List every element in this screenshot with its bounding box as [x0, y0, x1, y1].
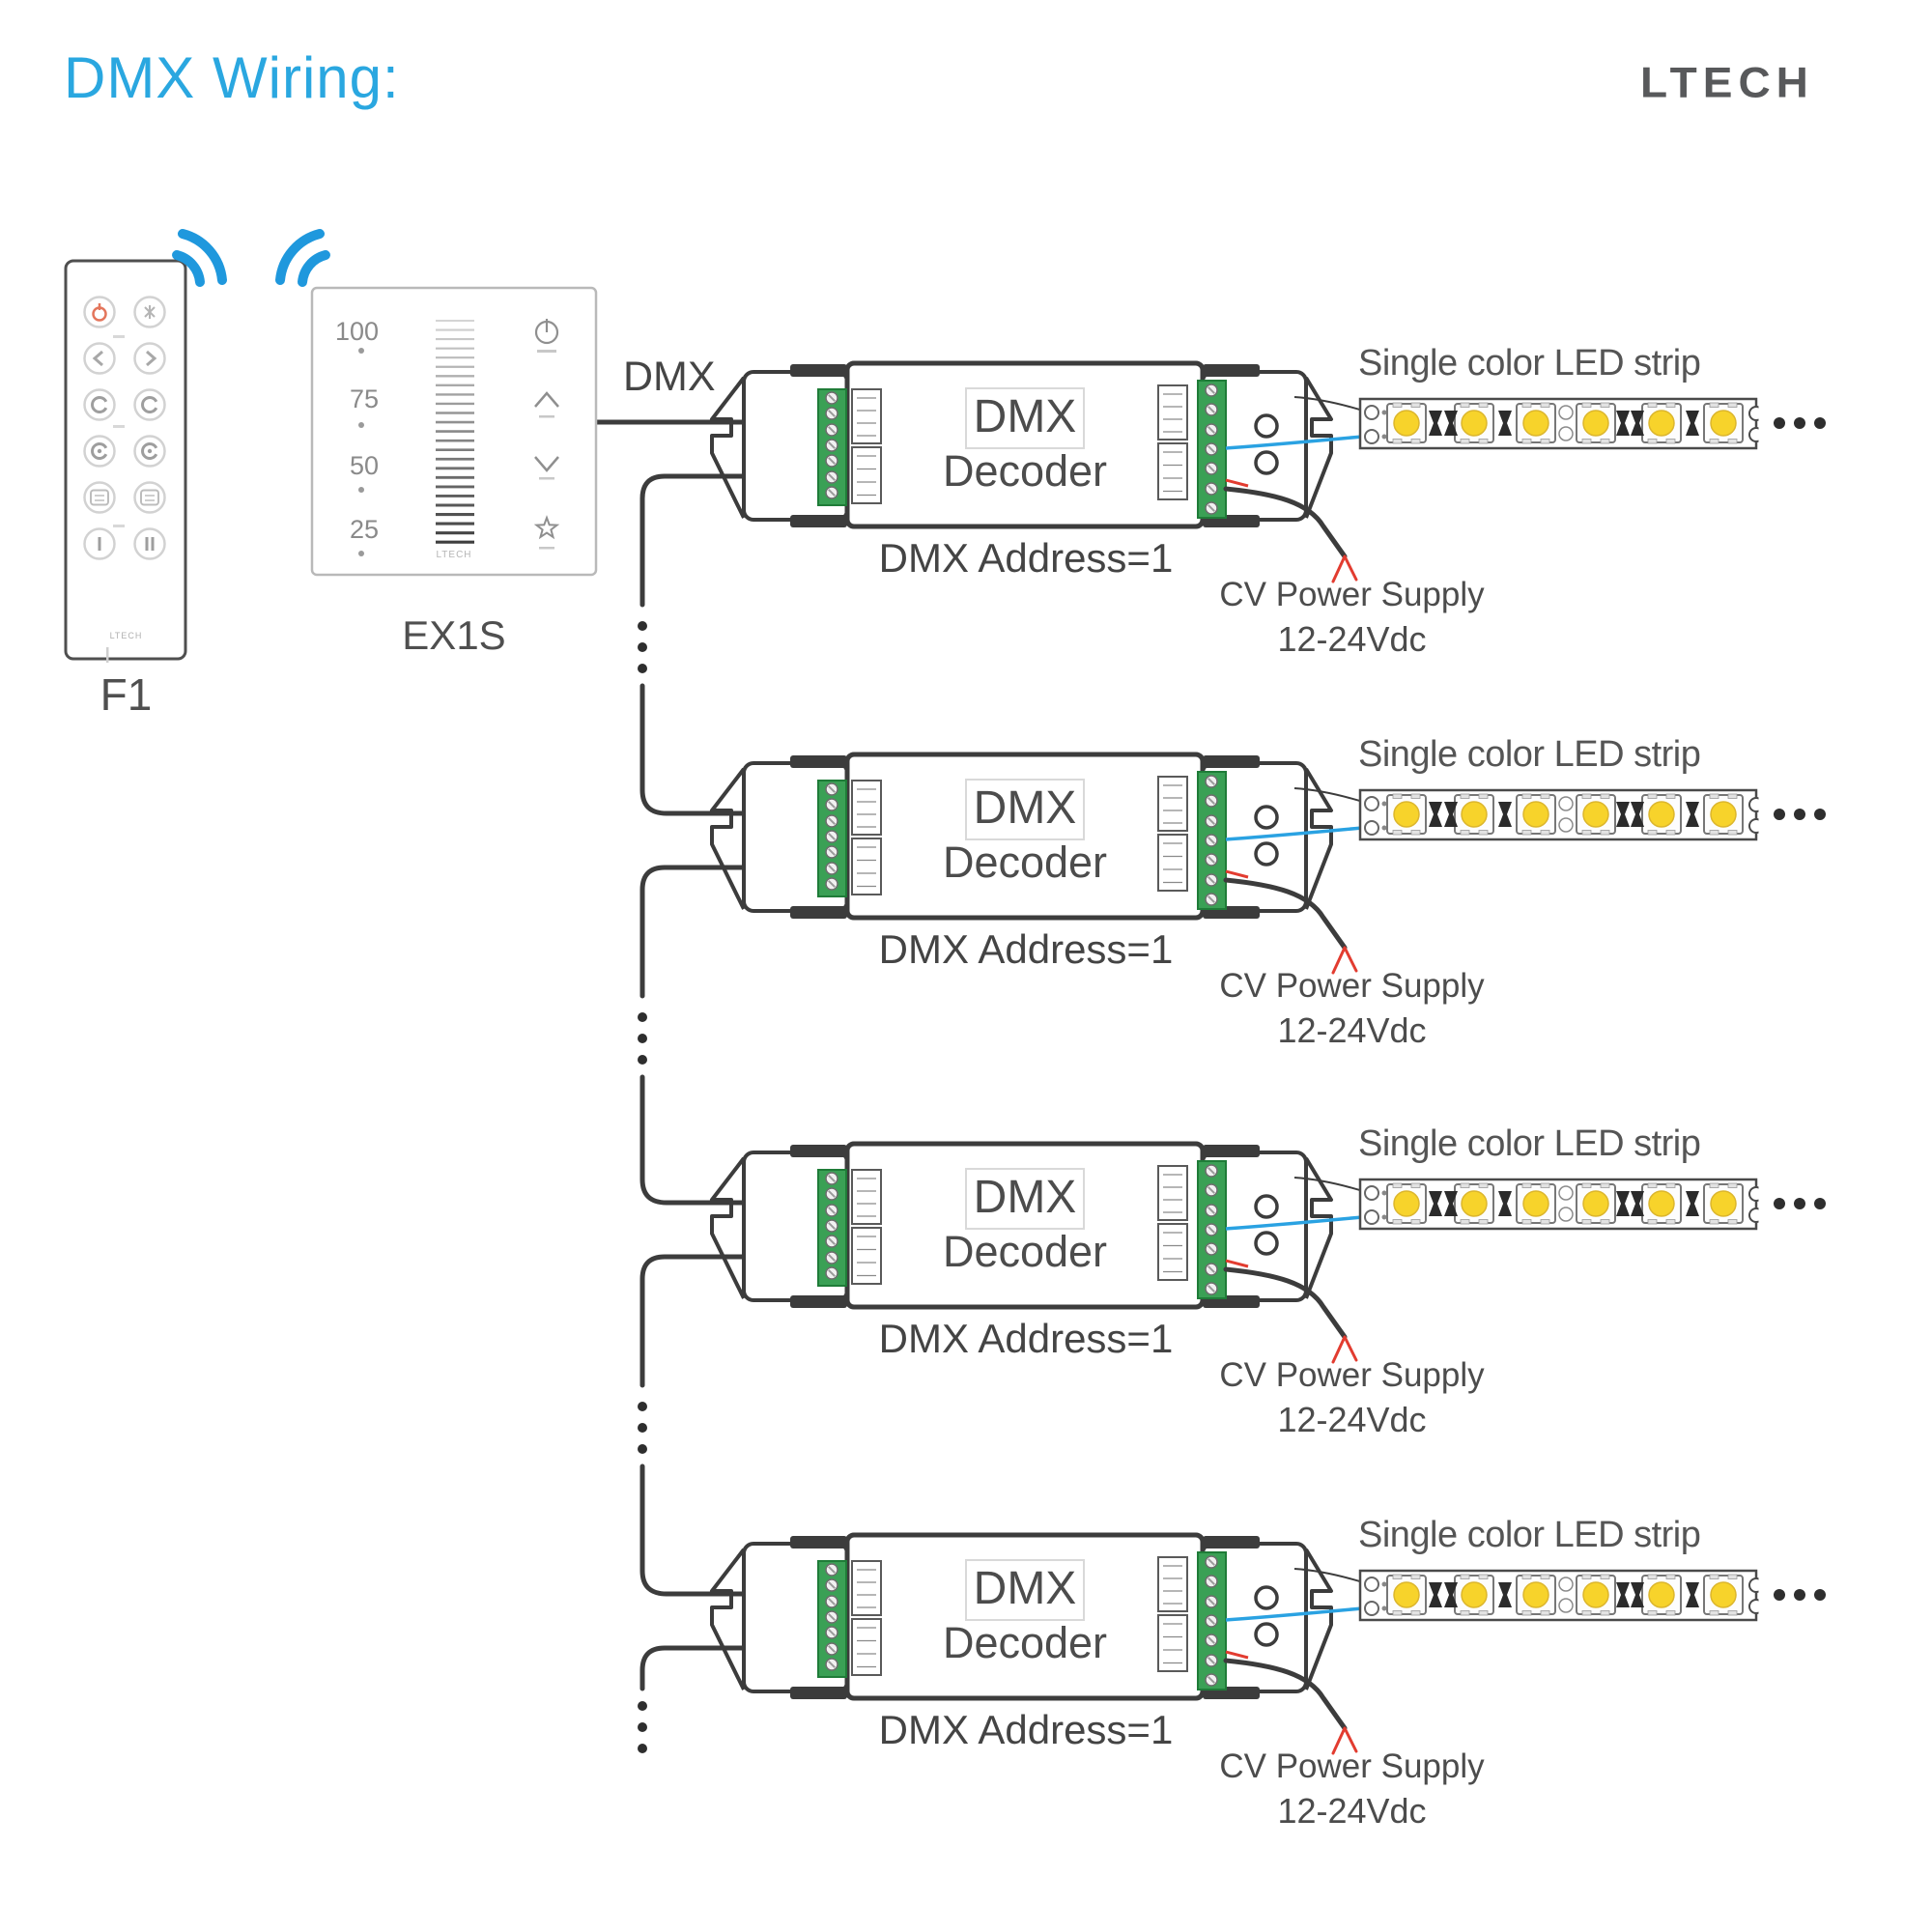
- chevron-left-icon: [92, 350, 103, 367]
- decoder-name-line2: Decoder: [942, 446, 1108, 496]
- decoder-name-line1: DMX: [973, 1563, 1077, 1614]
- brightness-icon: [144, 305, 156, 319]
- star-icon[interactable]: [533, 515, 560, 550]
- bus-continuation-dots: [638, 621, 647, 1753]
- remote-brand-text: LTECH: [109, 631, 143, 640]
- strip-label: Single color LED strip: [1358, 1123, 1701, 1164]
- power-supply-line2: 12-24Vdc: [1277, 1400, 1427, 1439]
- power-supply-line2: 12-24Vdc: [1277, 1791, 1427, 1831]
- dim-slider[interactable]: [436, 320, 474, 544]
- wire-decoder4-down: [639, 1645, 785, 1691]
- power-icon[interactable]: [534, 319, 559, 353]
- panel-ex1s: [310, 286, 598, 577]
- rotate-dot-icon: [147, 448, 153, 454]
- strip-label: Single color LED strip: [1358, 1515, 1701, 1555]
- rotate-icon: [141, 442, 158, 460]
- power-supply-line1: CV Power Supply: [1219, 1356, 1485, 1394]
- wifi-arcs-icon: [172, 229, 330, 287]
- rotate-dot-icon: [97, 448, 102, 454]
- wire-to-decoder3: [639, 1074, 781, 1206]
- decoder-name-line1: DMX: [973, 782, 1077, 834]
- dmx-bus-label: DMX: [623, 354, 716, 400]
- mode-icon: [90, 489, 159, 506]
- power-supply-line2: 12-24Vdc: [1277, 1010, 1427, 1050]
- decoder-address: DMX Address=1: [878, 535, 1174, 581]
- decoder-name-line2: Decoder: [942, 1618, 1108, 1667]
- ltech-logo: LTECH: [1640, 58, 1814, 106]
- scene-two-icon: [145, 537, 155, 551]
- rotate-icon: [91, 396, 108, 413]
- scale-dots: [358, 348, 364, 556]
- decoder-address: DMX Address=1: [878, 1316, 1174, 1361]
- panel-model-label: EX1S: [402, 612, 506, 658]
- chevron-right-icon: [146, 350, 157, 367]
- strip-label: Single color LED strip: [1358, 343, 1701, 384]
- decoder-name-line2: Decoder: [942, 1227, 1108, 1276]
- dmx-bus-wiring: [593, 419, 785, 1691]
- page-title: DMX Wiring:: [64, 45, 400, 110]
- dim-scale-25[interactable]: 25: [349, 515, 379, 544]
- panel-brand-text: LTECH: [436, 550, 472, 560]
- strip-label: Single color LED strip: [1358, 734, 1701, 775]
- wire-to-decoder4: [639, 1463, 781, 1597]
- wire-decoder1-down: [639, 473, 785, 608]
- chevron-down-icon[interactable]: [534, 456, 559, 480]
- decoder-address: DMX Address=1: [878, 1707, 1174, 1752]
- power-icon: [92, 303, 107, 322]
- remote-f1: [64, 259, 187, 663]
- wire-decoder2-down: [639, 865, 785, 999]
- power-supply-line1: CV Power Supply: [1219, 967, 1485, 1005]
- power-supply-line2: 12-24Vdc: [1277, 619, 1427, 659]
- power-supply-line1: CV Power Supply: [1219, 576, 1485, 613]
- decoder-name-line2: Decoder: [942, 838, 1108, 887]
- remote-micro-labels: [106, 335, 125, 663]
- decoder-name-line1: DMX: [973, 391, 1077, 442]
- wire-decoder3-down: [639, 1254, 785, 1388]
- dim-scale-100[interactable]: 100: [334, 317, 379, 346]
- remote-model-label: F1: [99, 669, 153, 720]
- decoder-name-line1: DMX: [973, 1172, 1077, 1223]
- wire-to-decoder2: [639, 683, 781, 816]
- dim-scale-75[interactable]: 75: [349, 384, 379, 413]
- chevron-up-icon[interactable]: [534, 391, 559, 418]
- rotate-icon: [91, 442, 108, 460]
- decoder-address: DMX Address=1: [878, 926, 1174, 972]
- scene-one-icon: [98, 537, 101, 551]
- rotate-icon: [141, 396, 158, 413]
- dim-scale-50[interactable]: 50: [349, 451, 379, 480]
- power-supply-line1: CV Power Supply: [1219, 1747, 1485, 1785]
